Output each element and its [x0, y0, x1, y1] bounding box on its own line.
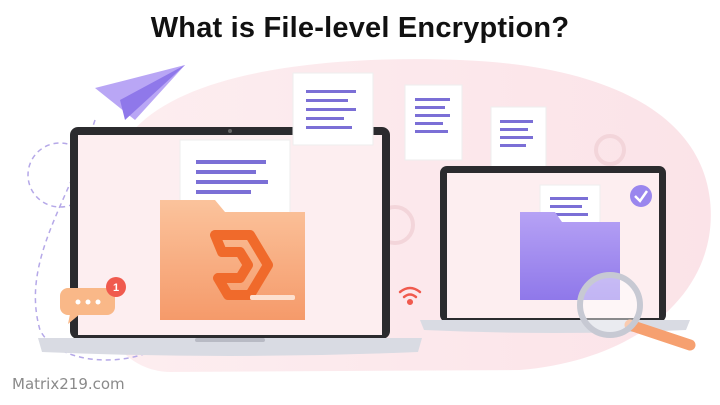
paper-plane-icon: [95, 65, 185, 120]
wifi-icon: [398, 286, 422, 306]
notification-badge: 1: [106, 277, 126, 297]
dashed-path: [34, 119, 181, 361]
chat-bubble-icon: [60, 288, 115, 324]
document-icon: [404, 84, 463, 161]
magnifier-icon: [577, 272, 696, 351]
orange-folder-icon: [160, 200, 305, 320]
watermark: Matrix219.com: [12, 375, 125, 393]
logo-icon: [210, 230, 273, 300]
document-icon: [292, 72, 374, 146]
notification-count: 1: [113, 282, 119, 294]
page-title: What is File-level Encryption?: [150, 12, 570, 44]
document-icon: [490, 106, 547, 178]
check-icon: [630, 185, 652, 207]
